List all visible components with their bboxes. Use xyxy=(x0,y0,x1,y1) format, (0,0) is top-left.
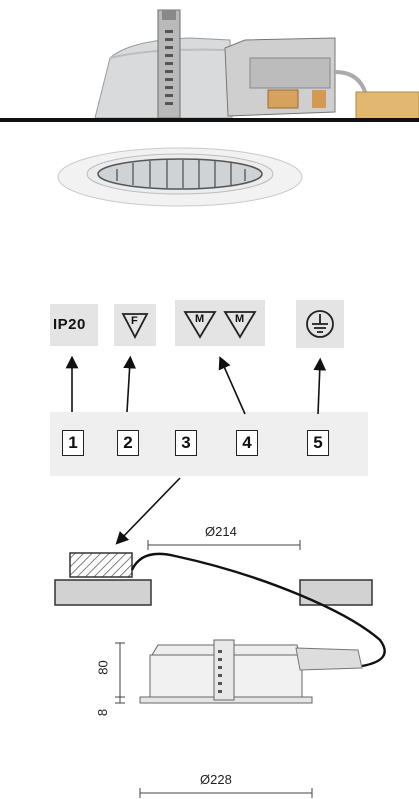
m-mark-letter-2: M xyxy=(235,313,245,325)
callout-4: 4 xyxy=(236,430,258,456)
ground-icon xyxy=(306,310,334,338)
m-mark-panel: M M xyxy=(175,300,265,346)
callout-1: 1 xyxy=(62,430,84,456)
f-mark-icon xyxy=(121,313,149,339)
cutout-diameter-label: Ø214 xyxy=(205,524,237,539)
outer-diameter-label: Ø228 xyxy=(200,772,232,787)
ip-rating-panel: IP20 xyxy=(50,304,98,346)
flange-label: 8 xyxy=(95,708,111,717)
f-mark-letter: F xyxy=(131,315,138,327)
callout-5: 5 xyxy=(307,430,329,456)
trim-ring-photo xyxy=(55,143,305,208)
callout-3: 3 xyxy=(175,430,197,456)
m-mark-icon xyxy=(183,311,257,339)
product-side-photo xyxy=(0,0,419,125)
ground-panel xyxy=(296,300,344,348)
ip-rating-label: IP20 xyxy=(53,316,86,333)
height-label: 80 xyxy=(95,660,111,675)
m-mark-letter-1: M xyxy=(195,313,205,325)
f-mark-panel: F xyxy=(114,304,156,346)
callout-2: 2 xyxy=(117,430,139,456)
